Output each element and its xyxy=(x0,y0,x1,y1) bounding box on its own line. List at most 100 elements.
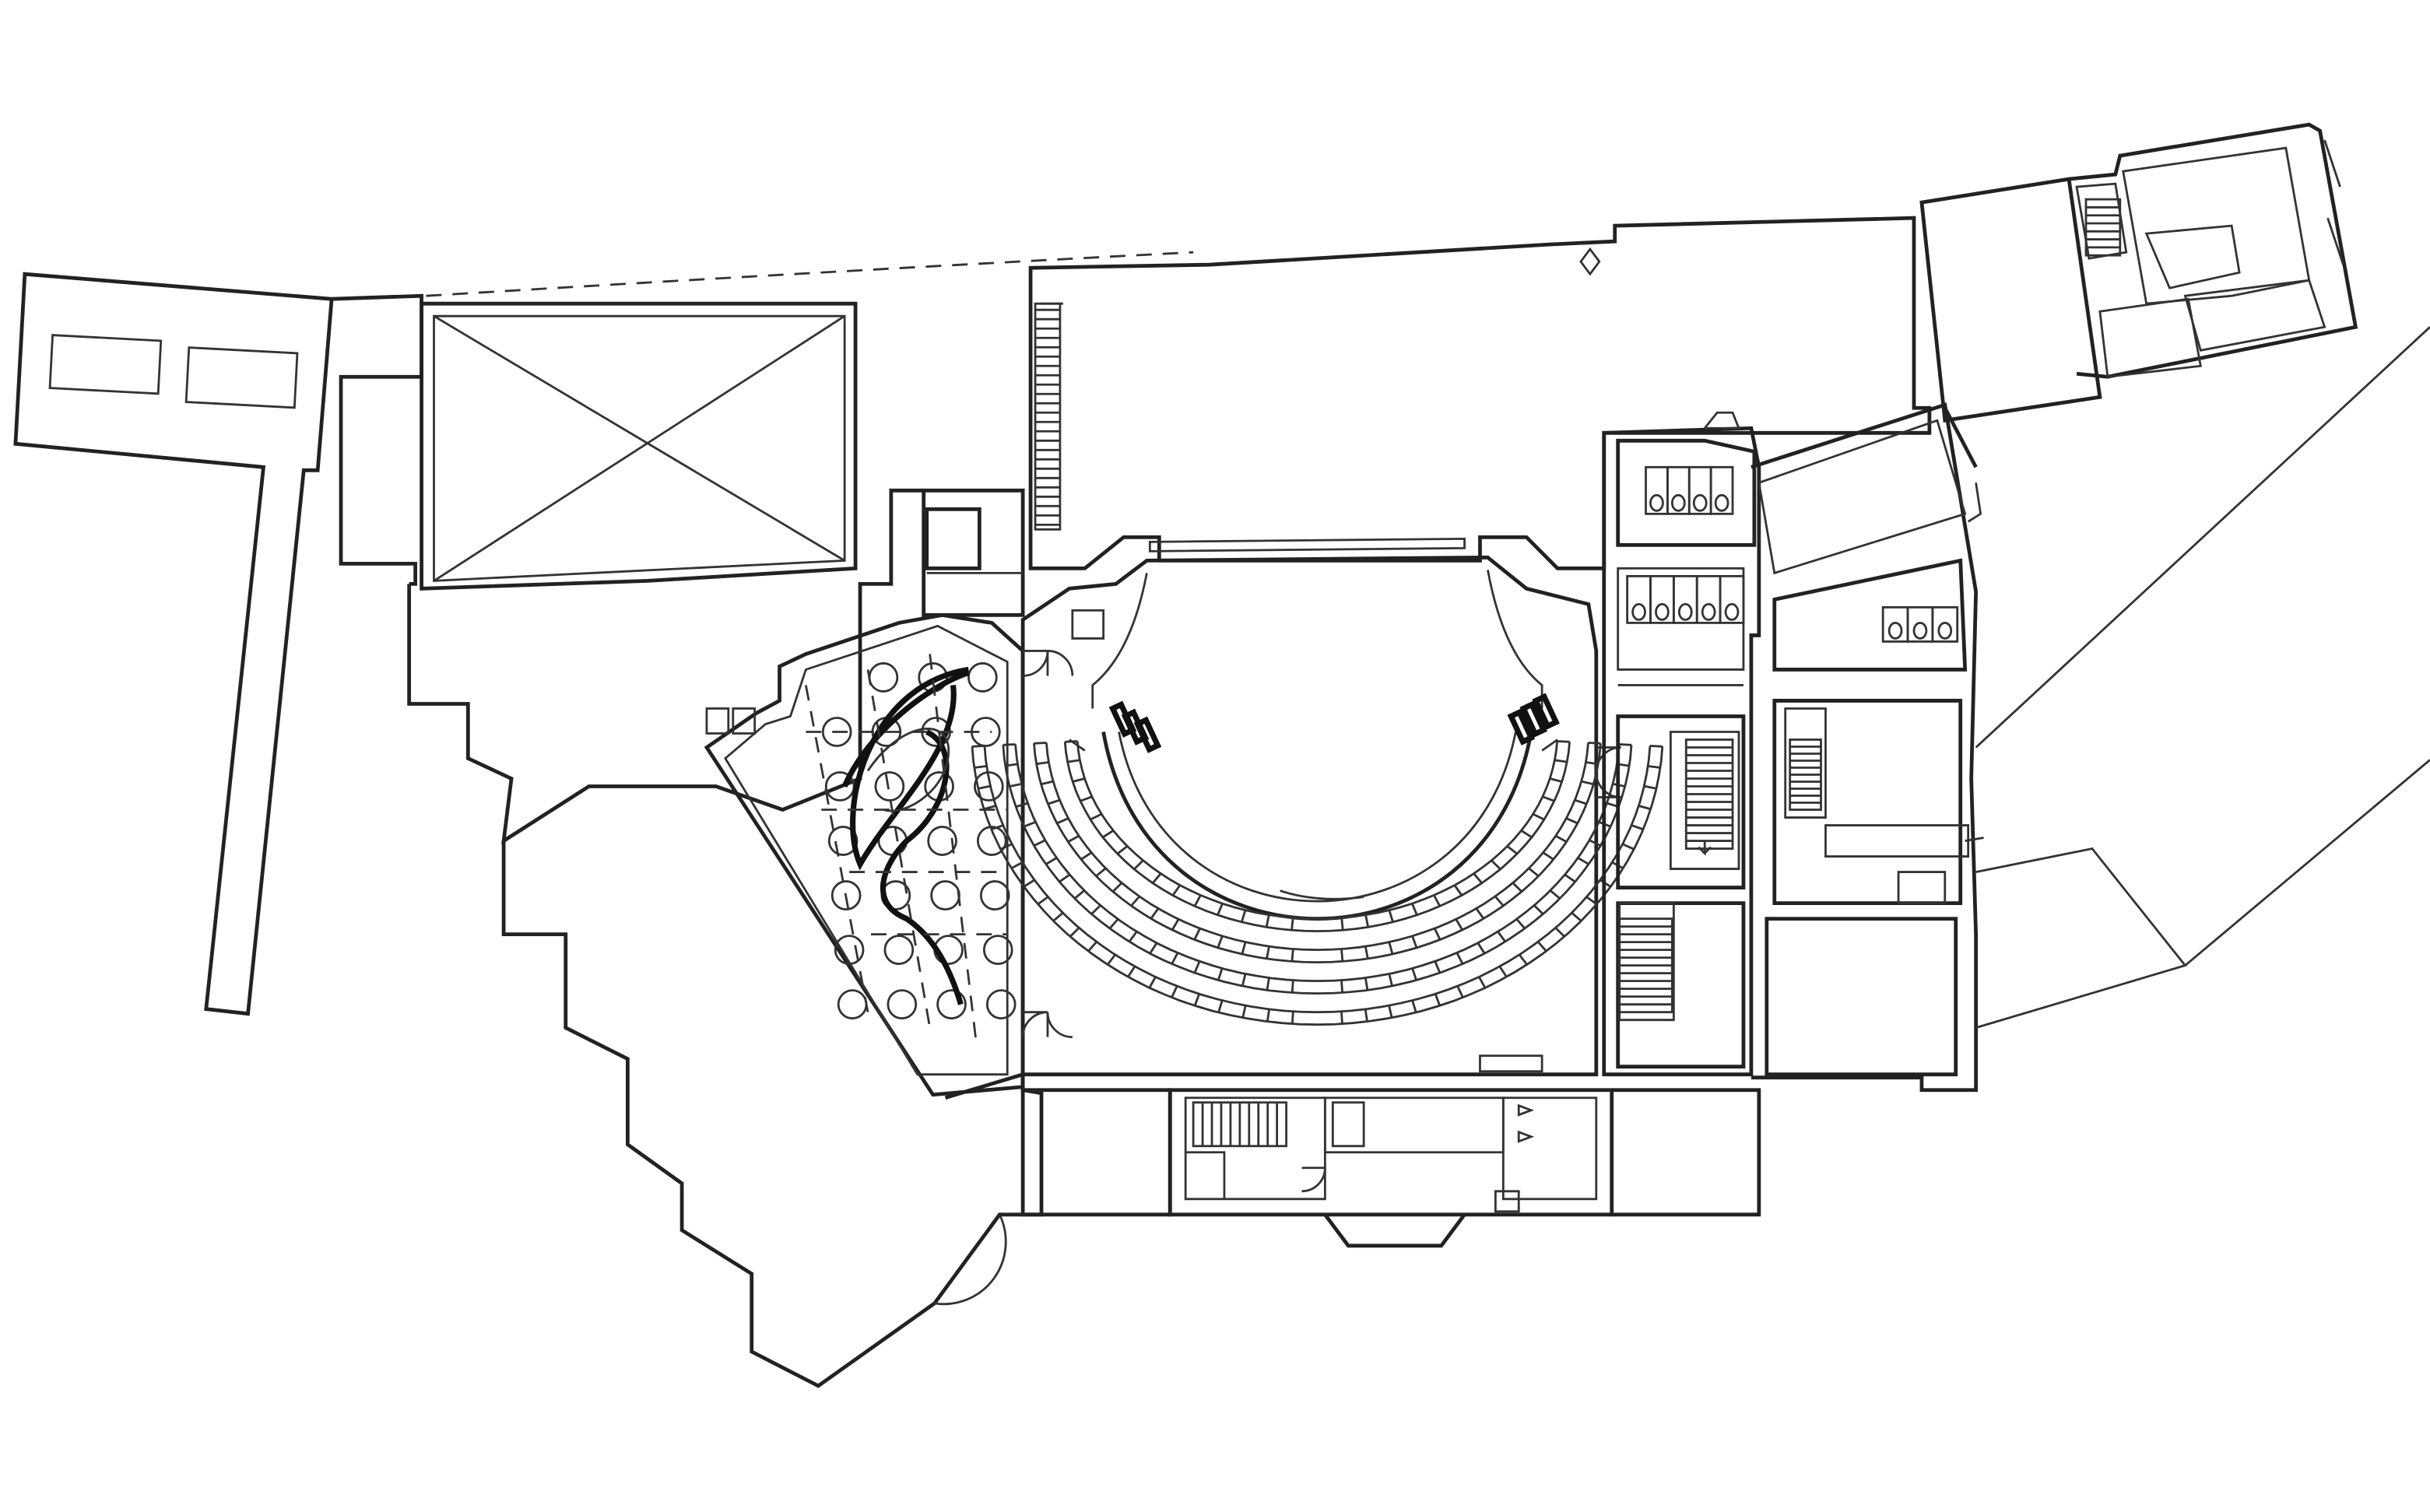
seat xyxy=(1080,851,1093,861)
seat xyxy=(1067,759,1080,763)
seat xyxy=(1290,917,1294,931)
seat xyxy=(1193,960,1201,974)
seat xyxy=(1148,976,1157,989)
seat xyxy=(1266,1009,1271,1022)
seat xyxy=(1023,879,1035,888)
foyer-column xyxy=(967,662,998,693)
foyer-tower-rooms xyxy=(922,488,1025,617)
seat xyxy=(1433,894,1441,907)
seat xyxy=(1411,935,1418,949)
top-right-house xyxy=(1919,122,2358,423)
exterior-boundary-lines xyxy=(1943,326,2430,1030)
seat xyxy=(1171,985,1178,998)
foyer-column xyxy=(982,935,1013,966)
seat xyxy=(1171,952,1179,965)
seat xyxy=(1340,949,1344,962)
seat xyxy=(1033,839,1046,847)
seat xyxy=(1589,839,1601,847)
seat xyxy=(1080,795,1093,802)
seat xyxy=(1631,824,1644,831)
left-annex-building xyxy=(13,272,334,1016)
seat xyxy=(1456,985,1464,998)
seat xyxy=(1133,859,1144,870)
seat xyxy=(1193,894,1202,907)
seat-row-back xyxy=(1063,742,1571,933)
seat xyxy=(1434,993,1441,1006)
seat xyxy=(1003,743,1016,746)
seat xyxy=(1478,976,1487,989)
toilet-cubicle xyxy=(1709,465,1734,515)
seat xyxy=(1456,952,1464,965)
seat xyxy=(1455,918,1463,931)
foyer-column xyxy=(985,989,1017,1020)
seat xyxy=(1087,941,1097,952)
seat xyxy=(1340,917,1344,931)
seat xyxy=(1052,911,1064,922)
foyer-column xyxy=(827,826,859,856)
seat xyxy=(1090,812,1102,821)
seat xyxy=(1475,907,1485,920)
toilet-icon xyxy=(1692,493,1708,512)
seat xyxy=(1542,851,1554,861)
toilet-icon xyxy=(1714,493,1729,512)
toilet-icon xyxy=(1655,602,1670,621)
seat xyxy=(974,765,987,769)
toilet-icon xyxy=(1631,602,1646,621)
foyer-column xyxy=(930,880,960,911)
seat xyxy=(1171,884,1182,896)
foyer-column xyxy=(821,717,852,747)
seat xyxy=(1340,1011,1343,1024)
seat xyxy=(1015,802,1028,809)
foyer-spiral-stair xyxy=(704,612,1025,1097)
seat xyxy=(1045,857,1058,865)
foyer-column xyxy=(824,771,855,802)
seat xyxy=(1638,805,1652,811)
seat xyxy=(1128,931,1138,942)
seat-row xyxy=(1045,742,1589,952)
seat xyxy=(1217,1000,1224,1013)
seat xyxy=(1473,872,1483,884)
seat xyxy=(1528,867,1540,877)
seat xyxy=(1241,974,1247,987)
seat xyxy=(1388,974,1393,987)
seat xyxy=(1388,942,1394,955)
seat xyxy=(1130,896,1140,907)
seat xyxy=(1622,843,1635,851)
seat xyxy=(1554,834,1568,843)
seat xyxy=(1090,904,1101,915)
seat xyxy=(1585,761,1599,766)
seat xyxy=(1453,884,1463,896)
seat xyxy=(1364,1009,1368,1022)
seat xyxy=(983,805,996,811)
seat xyxy=(1411,968,1417,981)
foyer-column xyxy=(979,880,1010,911)
seat xyxy=(1150,907,1160,920)
seat xyxy=(1565,817,1578,825)
seat xyxy=(1497,931,1507,942)
seat xyxy=(1149,942,1158,954)
box-seat xyxy=(1532,693,1560,730)
seat xyxy=(1491,859,1501,870)
toilet-icon xyxy=(1724,602,1740,621)
seat xyxy=(1577,857,1589,865)
toilet-icon xyxy=(1937,622,1953,640)
seat xyxy=(1193,928,1201,941)
seat xyxy=(1434,960,1441,974)
toilet-icon xyxy=(1670,493,1686,512)
box-seat xyxy=(1519,700,1547,738)
seat xyxy=(1532,812,1545,821)
seat xyxy=(1581,780,1594,786)
seat xyxy=(1410,903,1418,916)
right-wing xyxy=(1751,402,1984,1093)
foyer-column xyxy=(927,826,957,856)
seat xyxy=(1034,742,1047,745)
foyer-column xyxy=(976,826,1007,856)
seat xyxy=(1564,873,1576,883)
seat xyxy=(1217,935,1224,949)
seat-row-back xyxy=(1033,743,1602,964)
seat xyxy=(1193,993,1200,1006)
foyer-column xyxy=(883,935,915,966)
right-service-block xyxy=(1602,411,1761,1077)
seat xyxy=(1364,945,1369,959)
foyer-column xyxy=(887,989,918,1020)
